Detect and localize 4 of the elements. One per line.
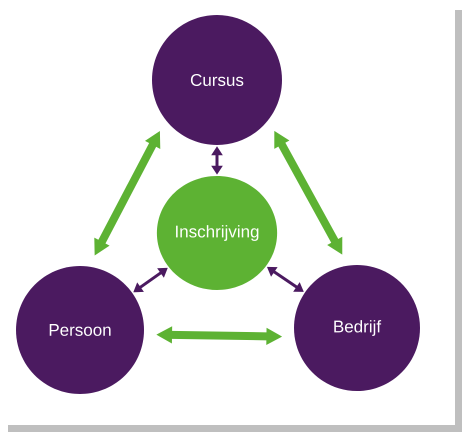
circle-node: Inschrijving — [156, 176, 278, 290]
circle-node: Bedrijf — [294, 265, 420, 391]
circle-node: Cursus — [152, 15, 282, 145]
circle-node: Persoon — [16, 266, 144, 394]
